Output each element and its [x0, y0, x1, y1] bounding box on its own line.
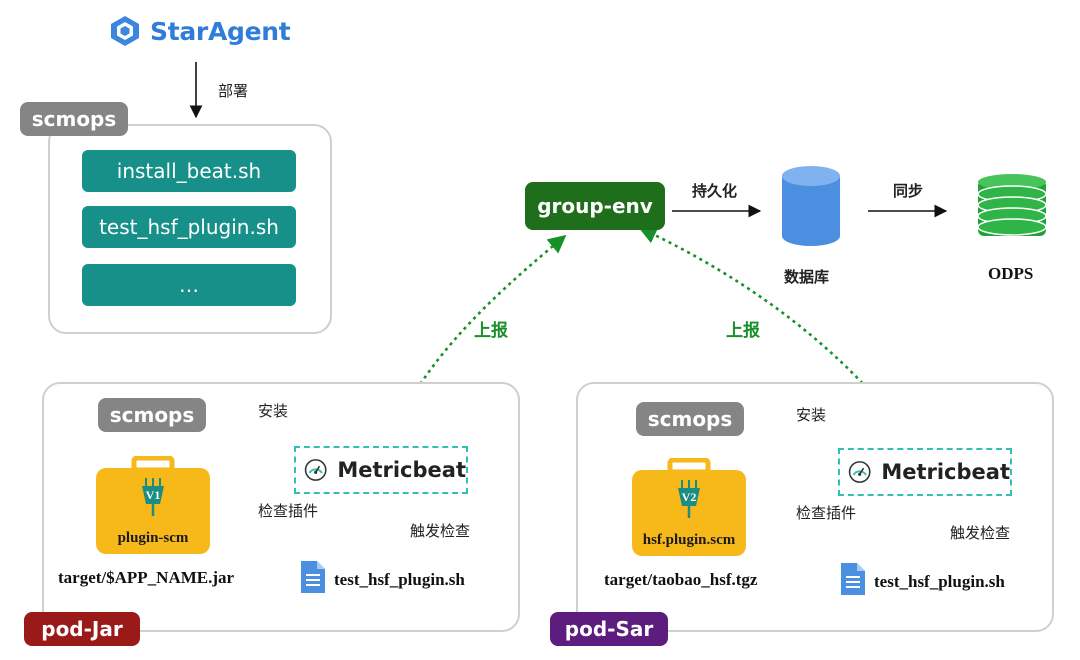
deploy-label: 部署 [218, 82, 249, 100]
pod-jar-plugin-name: plugin-scm [117, 530, 189, 546]
scmops-tag: scmops [20, 102, 128, 136]
report-label-left: 上报 [474, 321, 508, 341]
staragent-logo: StarAgent [108, 14, 291, 48]
staragent-logo-text: StarAgent [150, 16, 291, 46]
database-icon [782, 166, 840, 246]
script-test-hsf-plugin[interactable]: test_hsf_plugin.sh [82, 206, 296, 248]
script-install-beat[interactable]: install_beat.sh [82, 150, 296, 192]
pod-sar-script-name: test_hsf_plugin.sh [874, 572, 1005, 591]
pod-sar-install-label: 安装 [796, 406, 827, 424]
pod-sar-metricbeat-label: Metricbeat [881, 460, 1010, 484]
pod-jar-metricbeat-label: Metricbeat [337, 458, 466, 482]
file-icon [841, 563, 865, 595]
pod-sar-trigger-label: 触发检查 [950, 524, 1011, 542]
odps-icon [977, 174, 1047, 236]
pod-jar-trigger-label: 触发检查 [410, 522, 471, 540]
pod-jar-check-plugin-label: 检查插件 [258, 502, 319, 520]
pod-sar-scmops-tag: scmops [636, 402, 744, 436]
pod-jar-plugin-bag: V1 plugin-scm [94, 456, 212, 556]
report-right-arrow [638, 226, 918, 449]
pod-jar-metricbeat-box[interactable]: Metricbeat [294, 446, 468, 494]
pod-sar-tag: pod-Sar [550, 612, 668, 646]
group-env-node: group-env [525, 182, 665, 230]
gauge-icon [304, 459, 327, 481]
toolbox-icon [632, 458, 746, 556]
persist-label: 持久化 [692, 182, 738, 200]
pod-jar-scmops-tag: scmops [98, 398, 206, 432]
odps-label: ODPS [988, 264, 1034, 283]
script-ellipsis[interactable]: … [82, 264, 296, 306]
sync-label: 同步 [893, 182, 924, 200]
report-label-right: 上报 [726, 321, 760, 341]
file-icon [301, 561, 325, 593]
pod-sar-plugin-name: hsf.plugin.scm [642, 532, 736, 548]
pod-jar-install-label: 安装 [258, 402, 289, 420]
pod-sar-check-plugin-label: 检查插件 [796, 504, 857, 522]
pod-jar-target-path: target/$APP_NAME.jar [58, 568, 235, 587]
pod-sar-version: V2 [681, 490, 697, 504]
database-label: 数据库 [784, 268, 830, 286]
staragent-logo-icon [111, 16, 139, 46]
pod-sar-target-path: target/taobao_hsf.tgz [604, 570, 758, 589]
toolbox-icon [96, 456, 210, 554]
pod-sar-metricbeat-box[interactable]: Metricbeat [838, 448, 1012, 496]
pod-jar-script-name: test_hsf_plugin.sh [334, 570, 465, 589]
pod-jar-tag: pod-Jar [24, 612, 140, 646]
gauge-icon [848, 461, 871, 483]
pod-sar-plugin-bag: V2 hsf.plugin.scm [630, 458, 748, 558]
pod-jar-version: V1 [145, 488, 161, 502]
